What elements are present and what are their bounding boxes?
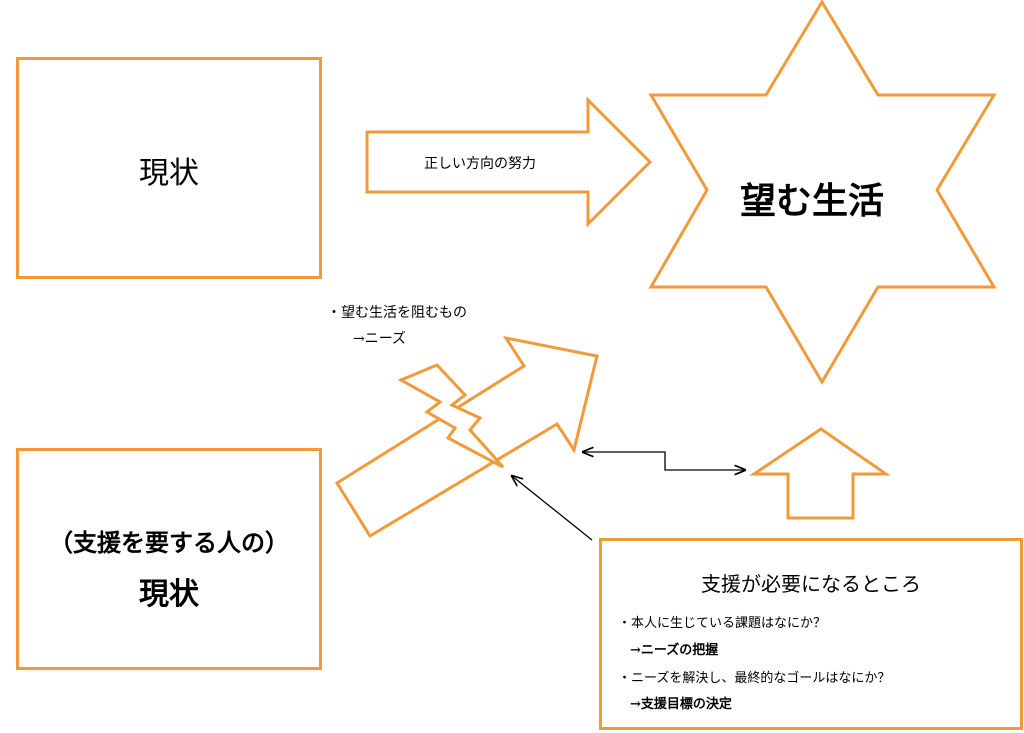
- obstacle-note-line1: ・望む生活を阻むもの: [327, 305, 467, 321]
- support-bullet-1-sub: →ニーズの把握: [630, 643, 719, 658]
- supported-person-state-box: （支援を要する人の） 現状: [16, 448, 322, 670]
- support-needed-title: 支援が必要になるところ: [701, 572, 921, 596]
- supported-person-state-label: 現状: [139, 577, 199, 612]
- desired-life-label: 望む生活: [740, 181, 885, 222]
- effort-arrow-label: 正しい方向の努力: [424, 156, 536, 172]
- obstacle-note-line2: →ニーズ: [353, 331, 407, 347]
- supported-person-label: （支援を要する人の）: [49, 529, 289, 557]
- up-arrow-shape: [749, 427, 891, 520]
- star-shape: [648, 0, 997, 385]
- support-bullet-1: ・本人に生じている課題はなにか？: [618, 616, 827, 631]
- support-bullet-2: ・ニーズを解決し、最終的なゴールはなにか？: [618, 671, 891, 686]
- current-state-box: 現状: [16, 57, 322, 279]
- support-pointer-arrow: [512, 476, 593, 541]
- support-bullet-2-sub: →支援目標の決定: [630, 697, 732, 712]
- current-state-label: 現状: [139, 156, 199, 191]
- double-arrow-connector: [583, 452, 745, 470]
- effort-arrow-shape: [365, 96, 653, 228]
- support-needed-box: 支援が必要になるところ ・本人に生じている課題はなにか？ →ニーズの把握 ・ニー…: [599, 538, 1023, 730]
- lightning-bolt-shape: [397, 363, 505, 469]
